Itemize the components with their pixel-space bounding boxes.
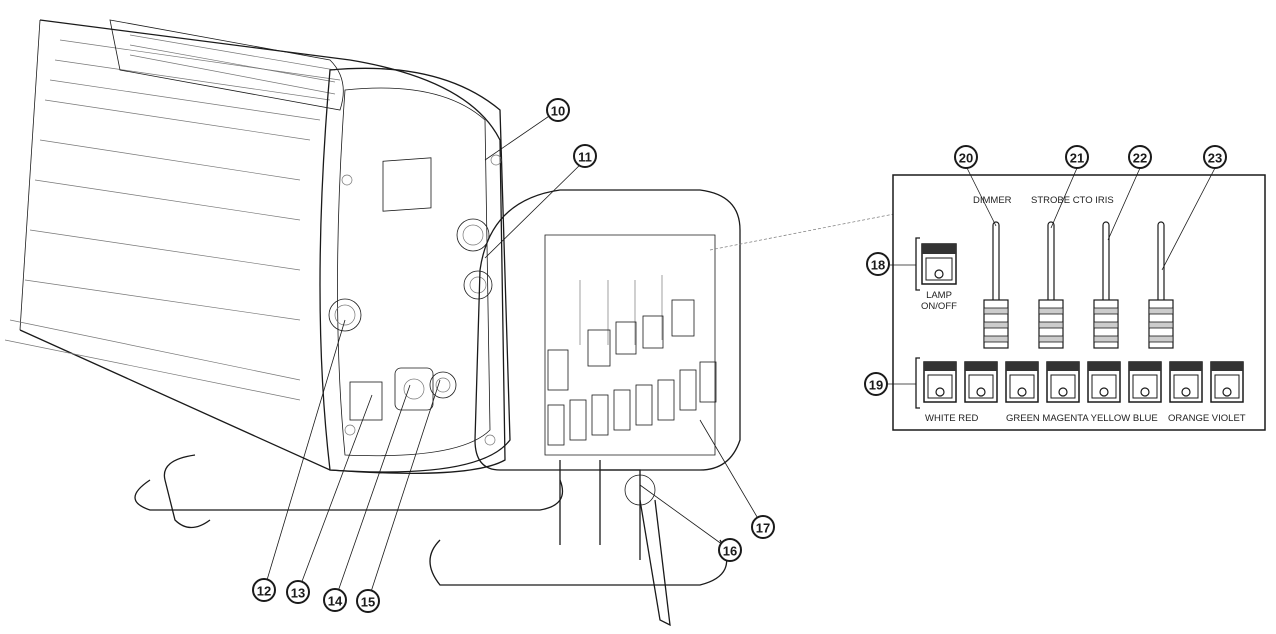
callout-12: 12 bbox=[252, 578, 276, 602]
color-button bbox=[964, 361, 998, 403]
label-lamp: LAMP bbox=[926, 290, 952, 301]
callout-22: 22 bbox=[1128, 145, 1152, 169]
callout-11: 11 bbox=[573, 144, 597, 168]
svg-text:13: 13 bbox=[291, 586, 305, 601]
callout-23: 23 bbox=[1203, 145, 1227, 169]
svg-text:22: 22 bbox=[1133, 151, 1147, 166]
fader-strobe bbox=[1038, 221, 1064, 349]
label-on-off: ON/OFF bbox=[921, 301, 957, 312]
svg-text:12: 12 bbox=[257, 584, 271, 599]
color-button bbox=[1169, 361, 1203, 403]
control-panel-detail: DIMMER STROBE CTO IRIS bbox=[888, 165, 1266, 431]
callout-20: 20 bbox=[954, 145, 978, 169]
fader-dimmer bbox=[983, 221, 1009, 349]
label-orange-violet: ORANGE VIOLET bbox=[1168, 413, 1246, 424]
svg-text:14: 14 bbox=[328, 594, 343, 609]
color-button bbox=[1128, 361, 1162, 403]
fixture-leader-lines bbox=[263, 109, 941, 602]
label-white-red: WHITE RED bbox=[925, 413, 978, 424]
callout-group: 10 11 12 13 14 15 16 17 18 19 20 21 22 23 bbox=[252, 98, 1227, 613]
svg-text:20: 20 bbox=[959, 151, 973, 166]
callout-15: 15 bbox=[356, 589, 380, 613]
svg-text:16: 16 bbox=[723, 544, 737, 559]
svg-text:18: 18 bbox=[871, 258, 885, 273]
callout-14: 14 bbox=[323, 588, 347, 612]
label-strobe-cto-iris: STROBE CTO IRIS bbox=[1031, 195, 1114, 206]
callout-17: 17 bbox=[751, 515, 775, 539]
color-button bbox=[1087, 361, 1121, 403]
label-green-magenta-yellow-blue: GREEN MAGENTA YELLOW BLUE bbox=[1006, 413, 1158, 424]
svg-text:10: 10 bbox=[551, 104, 565, 119]
svg-text:15: 15 bbox=[361, 595, 375, 610]
callout-16: 16 bbox=[718, 538, 742, 562]
svg-text:23: 23 bbox=[1208, 151, 1222, 166]
svg-text:17: 17 bbox=[756, 521, 770, 536]
callout-21: 21 bbox=[1065, 145, 1089, 169]
svg-text:11: 11 bbox=[578, 150, 592, 165]
svg-text:19: 19 bbox=[869, 378, 883, 393]
color-button bbox=[1210, 361, 1244, 403]
color-button bbox=[1005, 361, 1039, 403]
callout-13: 13 bbox=[286, 580, 310, 604]
fader-cto bbox=[1093, 221, 1119, 349]
callout-18: 18 bbox=[866, 252, 890, 276]
color-button-row bbox=[923, 361, 1244, 403]
lamp-switch bbox=[921, 243, 957, 285]
label-dimmer: DIMMER bbox=[973, 195, 1012, 206]
fixture-illustration bbox=[4, 19, 741, 627]
fader-iris bbox=[1148, 221, 1174, 349]
color-button bbox=[1046, 361, 1080, 403]
svg-text:21: 21 bbox=[1070, 151, 1084, 166]
callout-19: 19 bbox=[864, 372, 888, 396]
color-button bbox=[923, 361, 957, 403]
callout-10: 10 bbox=[546, 98, 570, 122]
